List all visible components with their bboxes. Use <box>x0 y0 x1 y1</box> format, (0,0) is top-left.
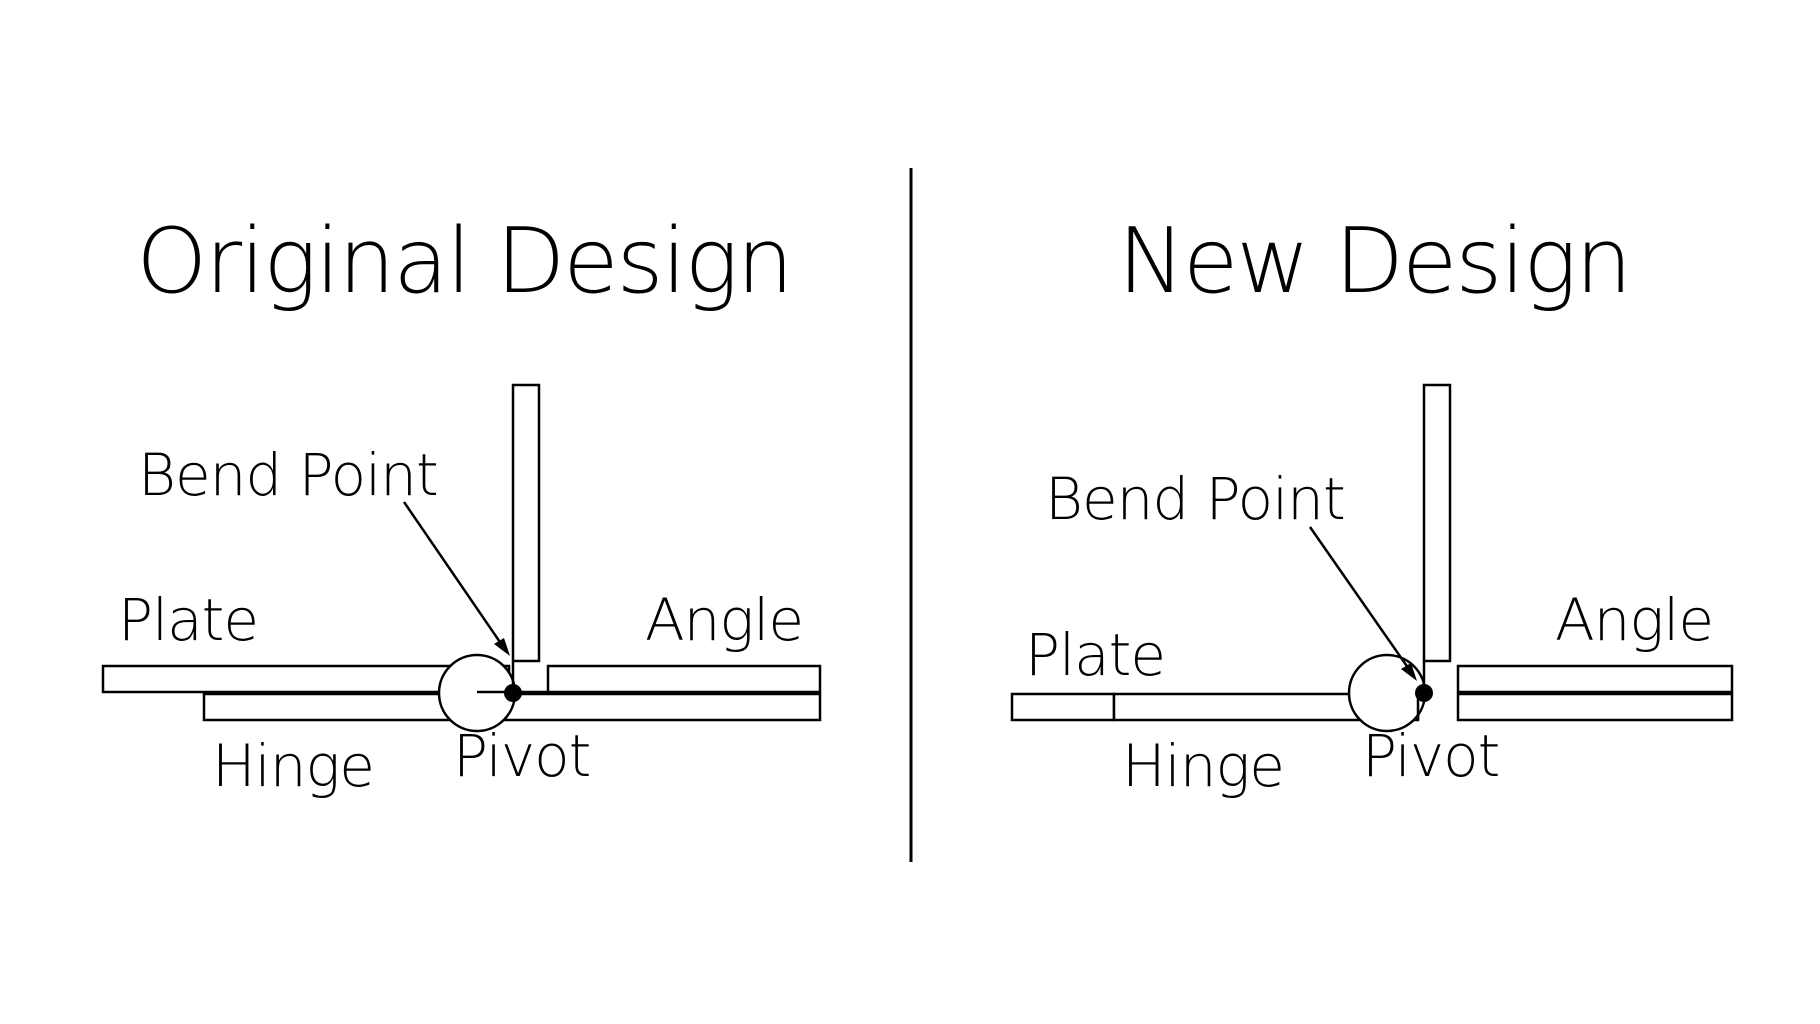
original-angle-vertical-leg <box>511 383 541 663</box>
original-bend-point-label: Bend Point <box>138 441 438 509</box>
new-plate-label: Plate <box>1025 621 1165 689</box>
new-bend-point-arrowhead <box>1401 663 1417 681</box>
new-hinge-label: Hinge <box>1122 732 1284 800</box>
new-angle-label: Angle <box>1555 586 1713 654</box>
new-angle-lower-bar <box>1456 692 1734 722</box>
original-bend-point-leader <box>402 501 506 649</box>
new-design-panel: New Design Bend Point Plate Angle Hinge … <box>1010 209 1734 800</box>
original-bend-point-arrowhead <box>494 638 510 656</box>
new-pivot-point <box>1415 684 1433 702</box>
original-pivot-label: Pivot <box>453 722 590 790</box>
original-design-title: Original Design <box>136 209 791 314</box>
original-hinge-label: Hinge <box>212 732 374 800</box>
new-pivot-label: Pivot <box>1362 722 1499 790</box>
new-angle-vertical-leg <box>1422 383 1452 663</box>
new-pivot-knuckle <box>1347 653 1427 733</box>
original-pivot-point <box>504 684 522 702</box>
original-angle-horizontal-leg <box>546 664 822 694</box>
original-angle-label: Angle <box>645 586 803 654</box>
new-angle-horizontal-leg <box>1456 664 1734 694</box>
new-bend-point-label: Bend Point <box>1045 465 1345 533</box>
new-bend-point-leader <box>1308 526 1413 673</box>
original-design-panel: Original Design Bend Point Plate Angle H… <box>101 209 822 800</box>
new-design-title: New Design <box>1118 209 1631 314</box>
new-plate-bar <box>1010 692 1116 722</box>
original-plate-label: Plate <box>118 586 258 654</box>
